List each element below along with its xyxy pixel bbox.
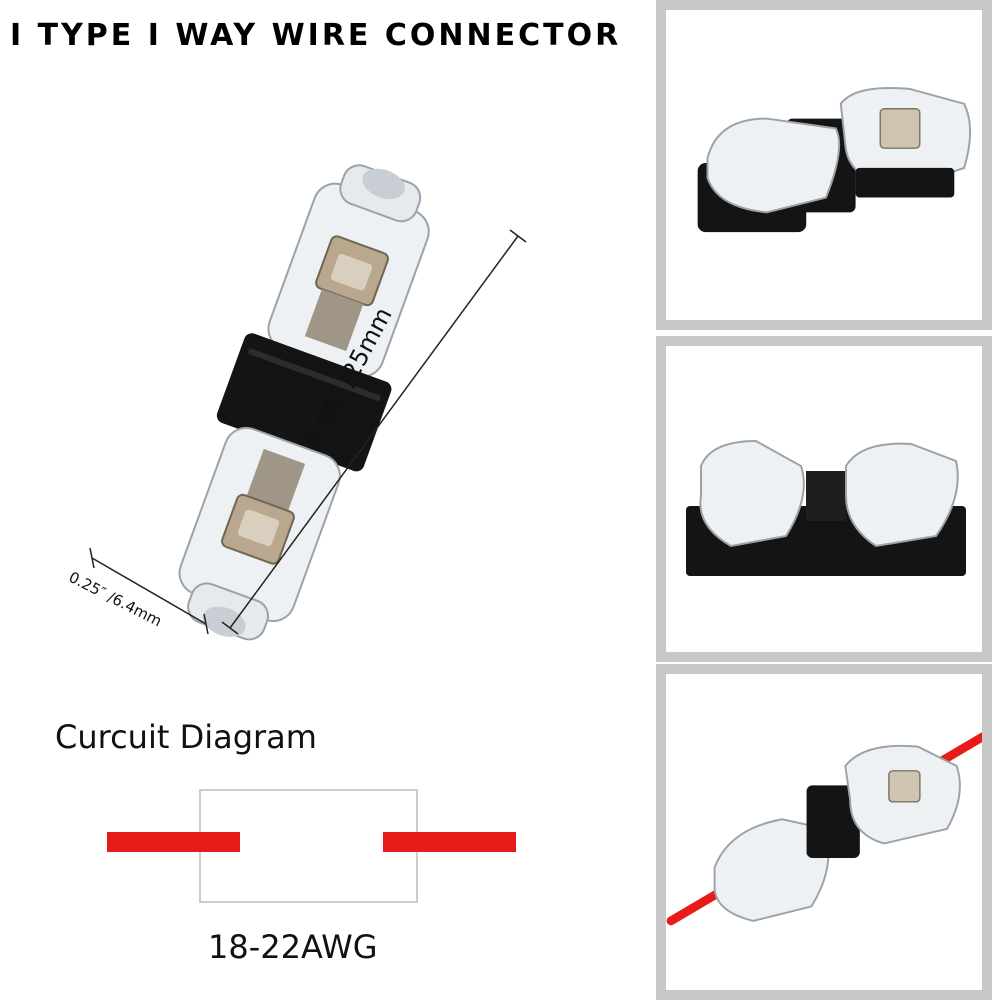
- connector-main-photo: [60, 150, 580, 670]
- photo-with-red-wire: [656, 664, 992, 1000]
- left-wire: [107, 832, 240, 852]
- right-wire: [383, 832, 516, 852]
- photo-side-view: [656, 336, 992, 662]
- page-title: I TYPE I WAY WIRE CONNECTOR: [10, 18, 622, 53]
- photo-angled-view: [656, 0, 992, 330]
- circuit-diagram: [100, 780, 530, 910]
- circuit-diagram-title: Curcuit Diagram: [55, 718, 317, 756]
- awg-label: 18-22AWG: [208, 928, 378, 966]
